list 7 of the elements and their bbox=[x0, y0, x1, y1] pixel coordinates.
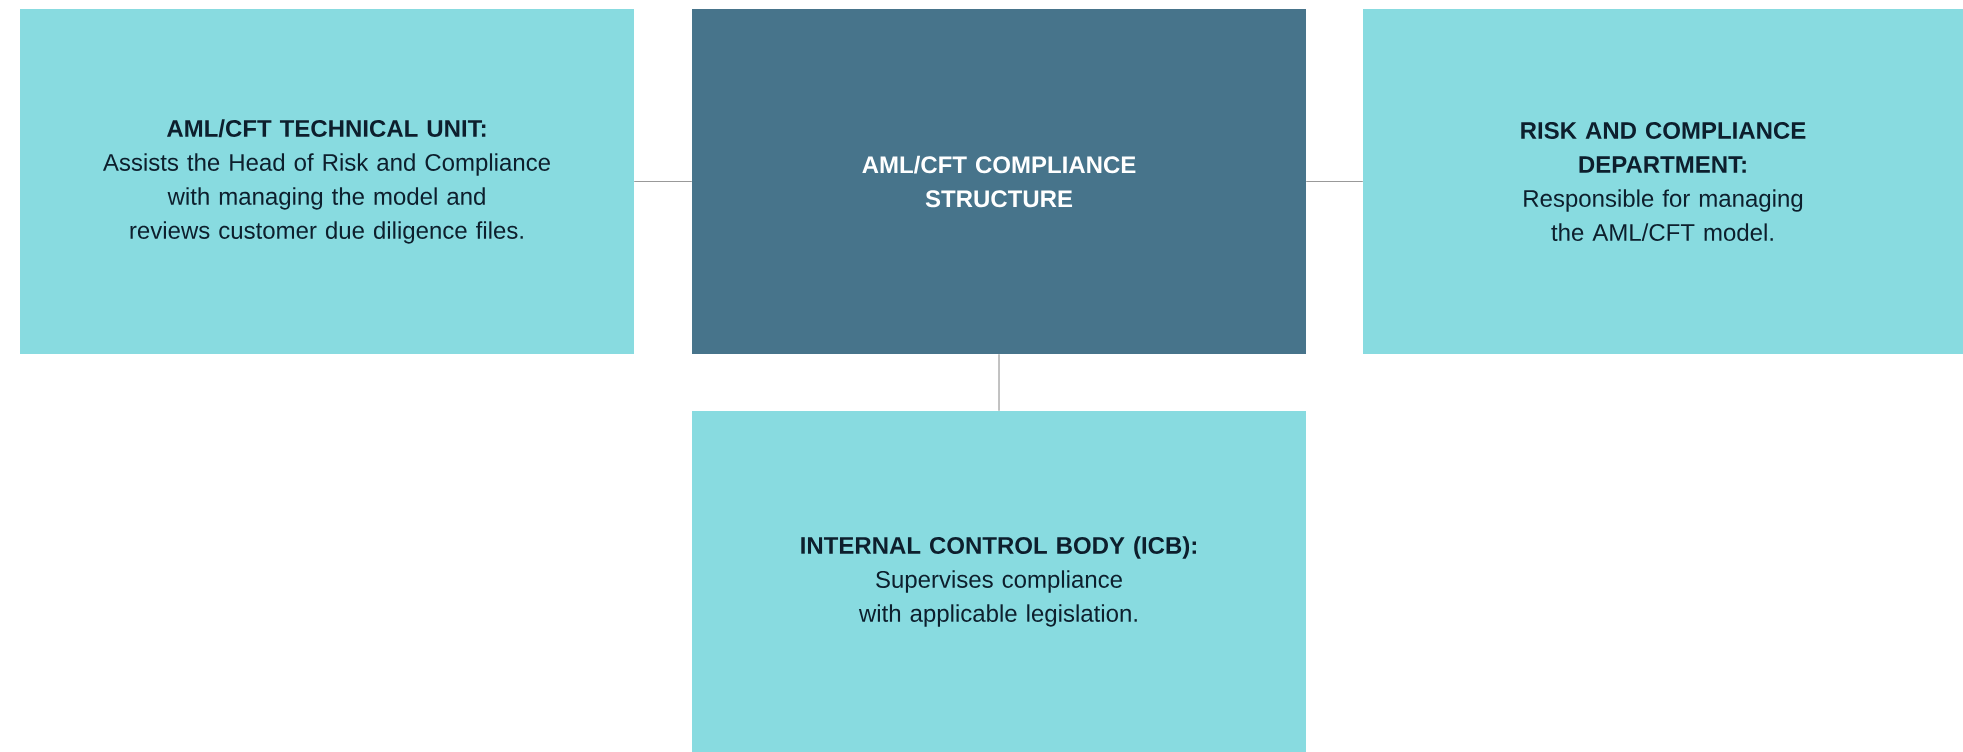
org-box: AML/CFT COMPLIANCE STRUCTURE bbox=[692, 9, 1306, 354]
connector-line bbox=[998, 353, 1000, 412]
org-box: INTERNAL CONTROL BODY (ICB): Supervises compliance with applicable legislation. bbox=[692, 411, 1306, 752]
connector-line bbox=[1305, 180, 1364, 183]
org-box: RISK AND COMPLIANCE DEPARTMENT: Responsible for managing the AML/CFT model. bbox=[1363, 9, 1963, 354]
connector-line bbox=[633, 180, 693, 183]
org-box: AML/CFT TECHNICAL UNIT: Assists the Head of Risk and Compliance with managing the model and reviews customer due diligence files. bbox=[20, 9, 634, 354]
